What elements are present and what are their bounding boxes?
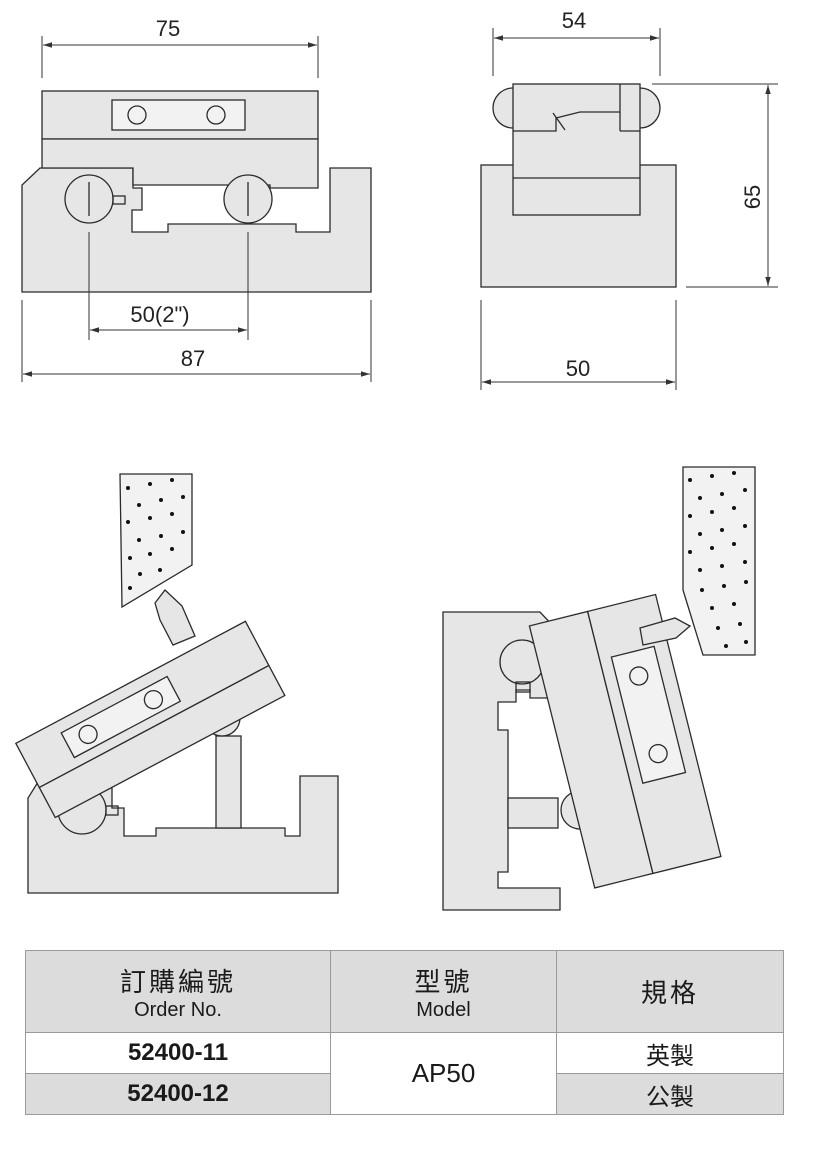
dim-front-pitch: 50(2")	[130, 302, 189, 327]
order-no-cell: 52400-12	[25, 1073, 331, 1115]
front-view: 75 50(2") 87	[21, 16, 372, 382]
side-view: 54 65 50	[480, 8, 778, 390]
table-row: 52400-12 公製	[25, 1073, 784, 1115]
dim-front-base: 87	[181, 346, 205, 371]
header-spec: 規格	[556, 950, 784, 1033]
dim-side-height: 65	[740, 185, 765, 209]
model-cell: AP50	[330, 1032, 557, 1115]
header-order-no: 訂購編號 Order No.	[25, 950, 331, 1033]
support-post-left	[215, 735, 242, 829]
dim-side-top-width: 54	[562, 8, 586, 33]
dim-front-width: 75	[156, 16, 180, 41]
tool-bit-left	[154, 589, 196, 646]
front-level-slot	[111, 99, 246, 131]
header-model: 型號 Model	[330, 950, 557, 1033]
side-upper-body	[512, 83, 641, 216]
spec-table: 訂購編號 Order No. 型號 Model 規格 52400-11 AP50…	[25, 950, 784, 1115]
table-row: 52400-11 AP50 英製	[25, 1032, 784, 1115]
spec-cell: 英製	[556, 1032, 784, 1074]
tilted-view-right	[442, 466, 756, 911]
order-no-cell: 52400-11	[25, 1032, 331, 1074]
table-header-row: 訂購編號 Order No. 型號 Model 規格	[25, 950, 784, 1033]
tool-bit-right	[639, 617, 692, 646]
grinding-wheel-right	[682, 466, 756, 656]
wheel-dots-left	[126, 478, 185, 590]
spec-cell: 公製	[556, 1073, 784, 1115]
tilted-view-left	[14, 473, 339, 894]
grinding-wheel-left	[119, 473, 193, 609]
technical-drawing: 75 50(2") 87 54 65 5	[14, 8, 778, 911]
dim-side-base: 50	[566, 356, 590, 381]
wheel-dots-right	[688, 471, 748, 648]
support-bar-right	[507, 797, 559, 829]
